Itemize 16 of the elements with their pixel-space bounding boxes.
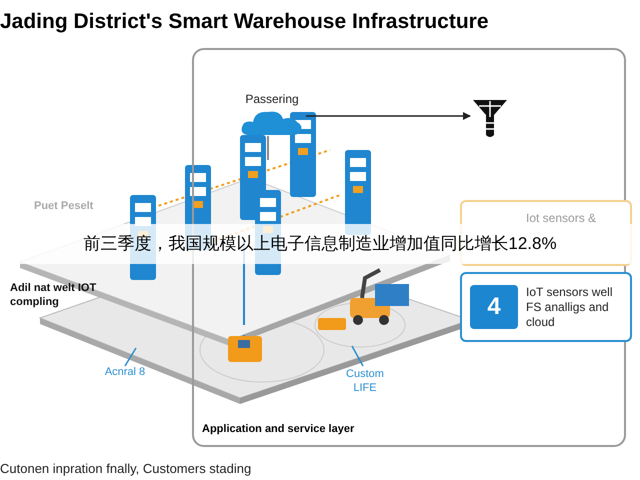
panel-title: Application and service layer	[202, 422, 354, 436]
step-number: 4	[470, 285, 518, 329]
callout-label: Puet Peselt	[34, 199, 94, 214]
callout-label: Custom LIFE	[345, 368, 385, 396]
arrow	[306, 112, 471, 120]
card-text: IoT sensors well FS analligs and cloud	[526, 284, 614, 330]
diagram-title: Jading District's Smart Warehouse Infrastructure	[0, 9, 489, 35]
cloud-heading: Passering	[245, 91, 299, 108]
info-card	[460, 272, 632, 342]
callout-label: Acnral 8	[104, 366, 146, 380]
leader-line	[124, 348, 137, 366]
card-text: Iot sensors &	[526, 211, 596, 225]
leader-line	[351, 346, 364, 366]
funnel-icon	[472, 97, 508, 139]
diagram-caption: Cutonen inpration fnally, Customers stading	[0, 460, 252, 478]
callout-label: Adil nat welt IOT compling	[10, 282, 98, 310]
